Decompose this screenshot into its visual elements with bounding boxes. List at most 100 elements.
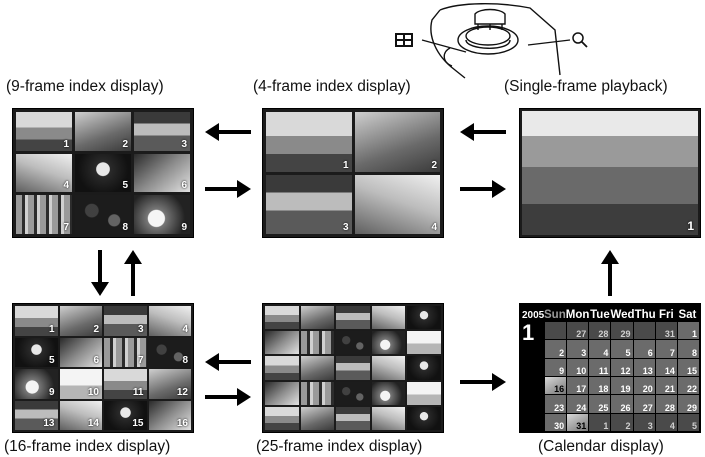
calendar-day-number: 31 (576, 421, 587, 431)
calendar-day-number: 29 (620, 329, 631, 340)
calendar-day: 4 (589, 340, 611, 358)
arrow-left-25-to-16 (205, 353, 251, 371)
calendar-day-number: 23 (554, 402, 565, 413)
calendar-day-number: 2 (625, 421, 631, 431)
calendar-day: 10 (567, 358, 589, 376)
calendar-day-number: 7 (669, 347, 675, 358)
thumbnail: 16 (148, 400, 191, 430)
thumbnail (265, 406, 299, 430)
frame-number: 6 (181, 180, 187, 192)
calendar-header: 2005 Sun Mon Tue Wed Thu Fri Sat (520, 304, 700, 322)
calendar-day: 23 (545, 395, 567, 413)
calendar-day: 29 (677, 395, 699, 413)
calendar-day: 2 (545, 340, 567, 358)
thumbnail: 14 (59, 400, 102, 430)
thumbnail: 10 (59, 369, 102, 399)
frame-number: 1 (342, 159, 349, 171)
calendar-day: 31 (567, 413, 589, 431)
thumbnail: 4 (148, 306, 191, 336)
thumbnail: 11 (104, 369, 147, 399)
thumbnail: 2 (59, 306, 102, 336)
label-calendar: (Calendar display) (538, 438, 664, 455)
frame-number: 8 (182, 355, 188, 366)
calendar-day-number: 14 (664, 366, 675, 376)
frame-number: 9 (48, 386, 55, 398)
thumbnail: 3 (134, 112, 190, 151)
frame-number: 4 (63, 180, 69, 192)
calendar-day: 7 (655, 340, 677, 358)
calendar-day: 31 (655, 322, 677, 340)
thumbnail: 5 (15, 337, 58, 367)
thumbnail: 3 (266, 174, 352, 234)
calendar-month: 1 (522, 320, 535, 345)
thumbnail: 1 (266, 112, 352, 172)
thumbnail (265, 306, 299, 330)
calendar-day: 21 (655, 377, 677, 395)
single-frame-panel: 1 (519, 108, 701, 238)
label-25-frame: (25-frame index display) (256, 438, 423, 455)
frame-number: 14 (87, 418, 99, 429)
calendar-day-number: 15 (686, 366, 697, 376)
thumbnail: 4 (16, 153, 72, 193)
frame-number: 3 (137, 323, 144, 335)
calendar-day: 29 (611, 322, 633, 340)
thumbnail (407, 381, 441, 405)
frame-number: 1 (63, 138, 69, 150)
calendar-day: 27 (567, 322, 589, 340)
calendar-day-number: 25 (598, 402, 609, 413)
frame-number: 11 (132, 386, 144, 398)
thumbnail: 4 (354, 174, 440, 234)
arrow-right-9-to-4 (205, 180, 251, 198)
thumbnail (371, 406, 406, 430)
label-16-frame: (16-frame index display) (4, 438, 171, 455)
calendar-day: 6 (633, 340, 655, 358)
calendar-day: 3 (633, 413, 655, 431)
calendar-day: 20 (633, 377, 655, 395)
thumbnail: 2 (75, 112, 131, 151)
thumbnail (300, 306, 335, 330)
thumbnail: 15 (104, 400, 147, 430)
frame-number: 4 (431, 222, 437, 233)
arrow-right-4-to-single (460, 180, 506, 198)
frame-number: 12 (176, 386, 188, 398)
calendar-day-number: 2 (559, 347, 565, 358)
arrow-left-4-to-9 (205, 123, 251, 141)
arrow-left-single-to-4 (460, 123, 506, 141)
arrow-up-calendar-to-single (601, 250, 619, 296)
calendar-day-number: 31 (664, 329, 675, 340)
thumbnail (407, 331, 441, 355)
calendar-day-number: 21 (664, 384, 675, 395)
thumbnail (371, 356, 406, 380)
calendar-day-number: 27 (642, 402, 653, 413)
thumbnail (407, 306, 441, 330)
frame-number: 3 (181, 138, 187, 150)
frame-number: 5 (48, 355, 55, 366)
calendar-day-number: 28 (598, 329, 609, 340)
calendar-day-number: 3 (581, 347, 587, 358)
calendar-day-number: 19 (620, 384, 631, 395)
thumbnail: 5 (75, 153, 131, 193)
label-4-frame: (4-frame index display) (253, 78, 411, 95)
thumbnail: 6 (59, 337, 102, 367)
arrow-right-25-to-calendar (460, 373, 506, 391)
thumbnail (336, 381, 370, 405)
calendar-day: 2 (611, 413, 633, 431)
thumbnail: 1 (16, 112, 72, 151)
calendar-day-number: 5 (691, 421, 697, 431)
frame-number: 15 (132, 418, 144, 429)
calendar-day: 12 (611, 358, 633, 376)
thumbnail (407, 356, 441, 380)
calendar-day-number: 29 (686, 402, 697, 413)
frame-number: 2 (93, 323, 99, 335)
thumbnail (371, 381, 406, 405)
dow-sun: Sun (544, 309, 566, 321)
arrow-up-16-to-9 (124, 250, 142, 296)
single-frame-photo (522, 111, 698, 235)
label-single-frame: (Single-frame playback) (504, 78, 668, 95)
calendar-day-number: 16 (554, 384, 565, 395)
calendar-day-number: 5 (625, 347, 631, 358)
thumbnail (336, 306, 370, 330)
